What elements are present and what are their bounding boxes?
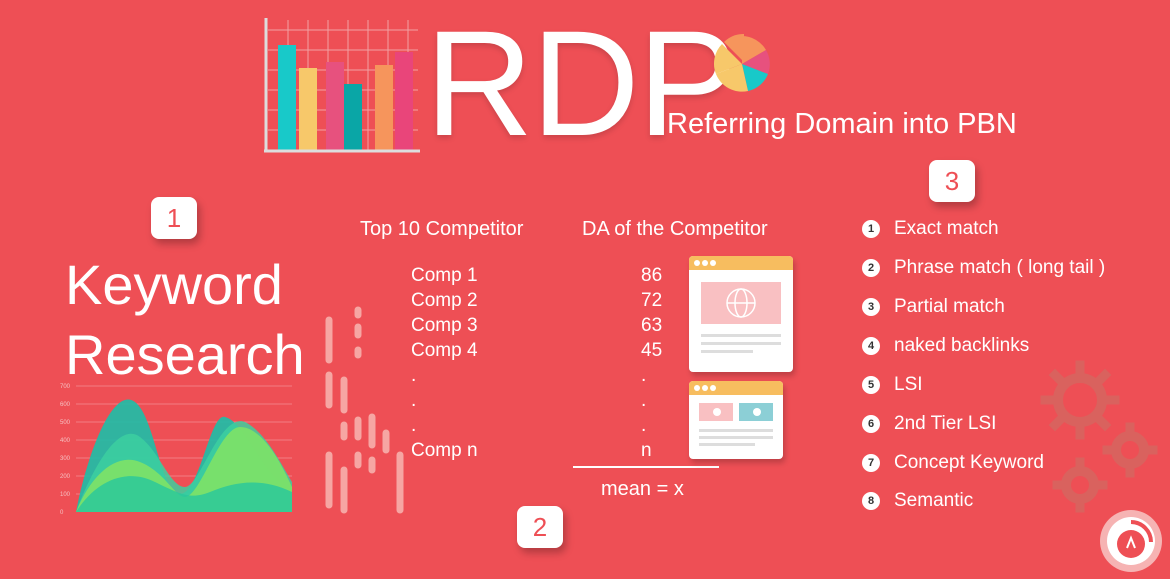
list-number: 5 [862, 376, 880, 394]
decorative-dashes [325, 306, 404, 514]
competitor-name: Comp 1 [411, 265, 478, 286]
pie-chart-icon [713, 33, 770, 92]
list-label: naked backlinks [894, 335, 1030, 356]
competitor-name: . [411, 415, 417, 436]
list-item: 3 Partial match [862, 296, 1005, 322]
competitor-name: Comp 3 [411, 315, 478, 336]
browser-media-icon [689, 381, 783, 459]
list-label: Phrase match ( long tail ) [894, 257, 1106, 278]
competitor-name: . [411, 365, 417, 386]
page-title: RDP [425, 0, 738, 167]
decorative-bar [375, 65, 393, 150]
competitor-da: . [641, 365, 647, 386]
competitor-da: 63 [641, 315, 663, 336]
gear-icon [1040, 360, 1158, 513]
y-tick-label: 200 [60, 474, 71, 480]
y-tick-label: 700 [60, 384, 71, 390]
list-number: 4 [862, 337, 880, 355]
list-item: 5 LSI [862, 374, 923, 400]
y-tick-label: 100 [60, 492, 71, 498]
list-label: Semantic [894, 490, 974, 511]
y-tick-label: 0 [60, 510, 64, 516]
divider [573, 466, 719, 468]
list-item: 6 2nd Tier LSI [862, 413, 996, 439]
logo-icon [1100, 510, 1162, 572]
list-number: 7 [862, 454, 880, 472]
list-number: 3 [862, 298, 880, 316]
step-badge-2: 2 [517, 506, 563, 548]
list-item: 7 Concept Keyword [862, 452, 1044, 478]
competitor-da: . [641, 390, 647, 411]
competitor-da: 72 [641, 290, 663, 311]
list-label: LSI [894, 374, 923, 395]
decorative-bar [326, 62, 344, 150]
list-item: 4 naked backlinks [862, 335, 1029, 361]
browser-globe-icon [689, 256, 793, 372]
list-item: 1 Exact match [862, 218, 999, 244]
competitor-name: Comp 2 [411, 290, 478, 311]
da-column-header: DA of the Competitor [582, 218, 768, 240]
list-number: 6 [862, 415, 880, 433]
list-label: Exact match [894, 218, 999, 239]
area-chart-illustration: 700 600 500 400 300 200 100 0 [60, 384, 292, 516]
decorative-bar [395, 52, 413, 150]
competitor-name: Comp 4 [411, 340, 478, 361]
keyword-research-word: Keyword [65, 253, 283, 316]
competitor-name: . [411, 390, 417, 411]
competitor-da: 86 [641, 265, 663, 286]
y-tick-label: 400 [60, 438, 71, 444]
list-item: 2 Phrase match ( long tail ) [862, 257, 1105, 283]
competitor-da: 45 [641, 340, 663, 361]
list-number: 8 [862, 492, 880, 510]
bar-chart-icon [264, 18, 420, 153]
decorative-bar [278, 45, 296, 150]
y-tick-label: 300 [60, 456, 71, 462]
competitor-name: Comp n [411, 440, 478, 461]
competitor-da: n [641, 440, 652, 461]
keyword-research-word: Research [65, 323, 305, 386]
list-label: 2nd Tier LSI [894, 413, 997, 434]
step-badge-3: 3 [929, 160, 975, 202]
page-subtitle: Referring Domain into PBN [667, 108, 1017, 140]
list-label: Partial match [894, 296, 1005, 317]
competitor-da: . [641, 415, 647, 436]
list-number: 1 [862, 220, 880, 238]
mean-formula: mean = x [601, 478, 684, 500]
list-item: 8 Semantic [862, 490, 973, 516]
step-badge-1: 1 [151, 197, 197, 239]
decorative-bar [299, 68, 317, 150]
competitor-column-header: Top 10 Competitor [360, 218, 524, 240]
y-tick-label: 600 [60, 402, 71, 408]
y-tick-label: 500 [60, 420, 71, 426]
list-label: Concept Keyword [894, 452, 1044, 473]
list-number: 2 [862, 259, 880, 277]
decorative-bar [344, 84, 362, 150]
